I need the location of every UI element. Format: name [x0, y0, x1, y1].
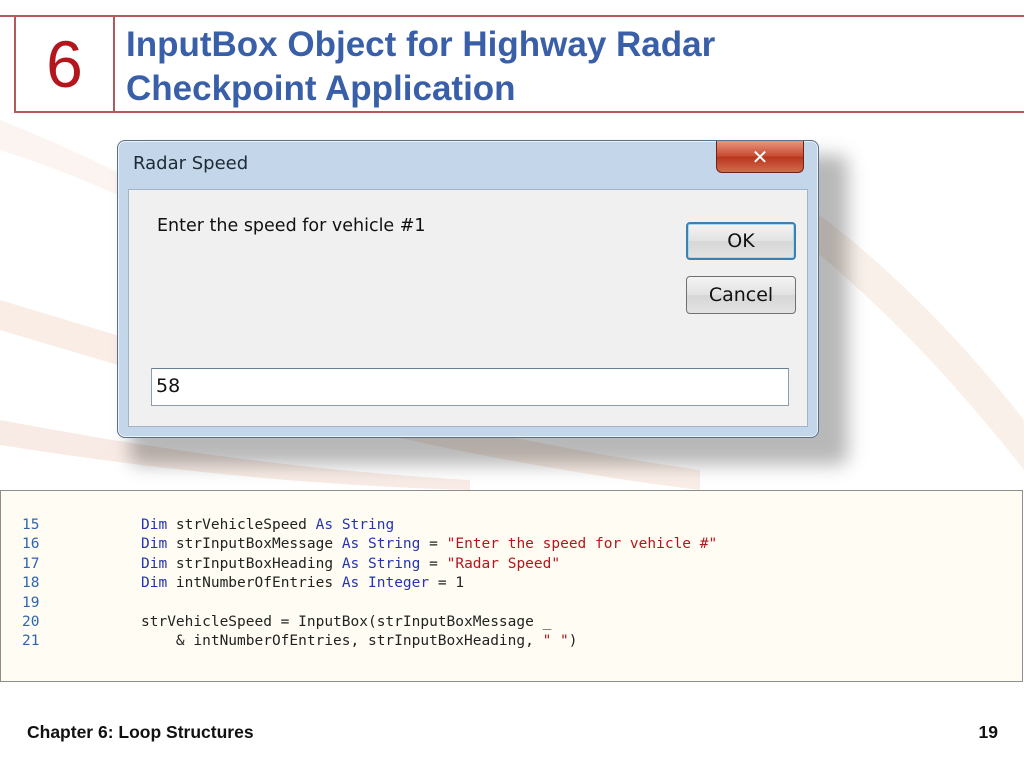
radar-speed-dialog: Radar Speed ✕ Enter the speed for vehicl…	[117, 140, 819, 438]
code-token: intNumberOfEntries	[167, 575, 342, 592]
speed-input-field[interactable]	[151, 368, 789, 406]
code-string: " "	[542, 633, 569, 650]
code-text: & intNumberOfEntries, strInputBoxHeading…	[141, 631, 578, 651]
code-token	[333, 517, 342, 533]
code-text: Dim intNumberOfEntries As Integer = 1	[141, 573, 464, 593]
code-keyword: String	[368, 555, 421, 572]
line-number: 18	[22, 575, 40, 592]
page-number: 19	[978, 722, 998, 742]
input-prompt: Enter the speed for vehicle #1	[157, 216, 426, 236]
code-keyword: Dim	[141, 517, 168, 533]
code-keyword: String	[341, 517, 395, 533]
line-number: 16	[22, 536, 40, 553]
code-keyword: As	[341, 575, 360, 592]
code-string: "Radar Speed"	[446, 555, 561, 572]
code-token	[359, 536, 368, 552]
code-text: Dim strVehicleSpeed As String	[141, 515, 394, 535]
code-keyword: As	[341, 555, 360, 572]
code-text: Dim strInputBoxMessage As String = "Ente…	[141, 534, 717, 554]
close-button[interactable]: ✕	[716, 141, 804, 173]
code-token: strVehicleSpeed	[167, 517, 316, 533]
code-token: = 1	[429, 575, 465, 592]
chapter-number: 6	[46, 27, 83, 101]
code-keyword: As	[341, 536, 360, 553]
code-keyword: Dim	[141, 536, 168, 553]
code-keyword: Dim	[141, 555, 168, 572]
line-number: 17	[22, 555, 40, 572]
code-keyword: Integer	[368, 575, 430, 592]
code-text: Dim strInputBoxHeading As String = "Rada…	[141, 554, 560, 574]
code-token: strInputBoxHeading	[167, 555, 342, 572]
code-token	[359, 556, 368, 572]
line-number: 15	[22, 517, 40, 533]
code-token: strInputBoxMessage	[167, 536, 342, 553]
code-token	[359, 575, 368, 591]
dialog-body: Enter the speed for vehicle #1 OK Cancel	[128, 189, 808, 427]
line-number: 21	[22, 633, 40, 650]
footer-chapter: Chapter 6: Loop Structures	[27, 722, 254, 742]
code-keyword: String	[368, 536, 421, 553]
slide-title-line-1: InputBox Object for Highway Radar	[126, 25, 716, 64]
slide-title-line-2: Checkpoint Application	[126, 69, 516, 108]
header-bottom-rule	[115, 111, 1024, 113]
close-icon: ✕	[751, 144, 769, 169]
code-token: =	[420, 536, 447, 553]
code-string: "Enter the speed for vehicle #"	[446, 536, 718, 553]
speed-input[interactable]	[156, 375, 756, 397]
code-token: strVehicleSpeed = InputBox(strInputBoxMe…	[141, 614, 552, 630]
chapter-badge: 6	[14, 15, 115, 113]
code-keyword: Dim	[141, 575, 168, 592]
dialog-title: Radar Speed	[133, 153, 249, 174]
code-token: & intNumberOfEntries, strInputBoxHeading…	[141, 633, 543, 650]
header-top-rule	[0, 15, 1024, 17]
cancel-button[interactable]: Cancel	[686, 276, 796, 314]
code-text: strVehicleSpeed = InputBox(strInputBoxMe…	[141, 612, 551, 632]
line-number: 20	[22, 614, 40, 630]
slide-title: InputBox Object for Highway Radar Checkp…	[126, 23, 1006, 111]
line-number: 19	[22, 594, 40, 611]
ok-button[interactable]: OK	[686, 222, 796, 260]
code-token: =	[420, 555, 447, 572]
code-token: )	[568, 633, 578, 650]
code-keyword: As	[315, 517, 334, 533]
